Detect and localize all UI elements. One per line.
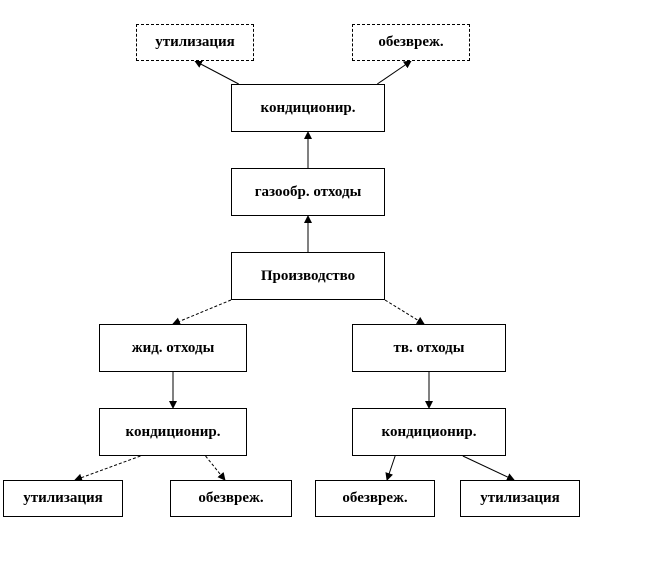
node-conditioning-top: кондиционир.: [231, 84, 385, 132]
edge-cond_right-to-obez_br: [385, 455, 396, 481]
node-liquid-waste: жид. отходы: [99, 324, 247, 372]
node-production: Производство: [231, 252, 385, 300]
edge-prod-to-solid: [384, 299, 425, 325]
edge-prod-to-liquid: [172, 299, 232, 326]
edge-cond_right-to-util_br: [462, 455, 515, 481]
edge-cond_top-to-util_top: [194, 60, 239, 85]
edge-cond_left-to-obez_bl: [205, 455, 226, 481]
node-conditioning-left: кондиционир.: [99, 408, 247, 456]
node-neutralization-bottom-right: обезвреж.: [315, 480, 435, 517]
node-neutralization-bottom-left: обезвреж.: [170, 480, 292, 517]
node-gaseous-waste: газообр. отходы: [231, 168, 385, 216]
node-utilization-bottom-right: утилизация: [460, 480, 580, 517]
node-utilization-top: утилизация: [136, 24, 254, 61]
edge-cond_left-to-util_bl: [74, 455, 141, 482]
node-solid-waste: тв. отходы: [352, 324, 506, 372]
node-conditioning-right: кондиционир.: [352, 408, 506, 456]
node-neutralization-top: обезвреж.: [352, 24, 470, 61]
node-utilization-bottom-left: утилизация: [3, 480, 123, 517]
edge-cond_top-to-obez_top: [377, 60, 412, 85]
